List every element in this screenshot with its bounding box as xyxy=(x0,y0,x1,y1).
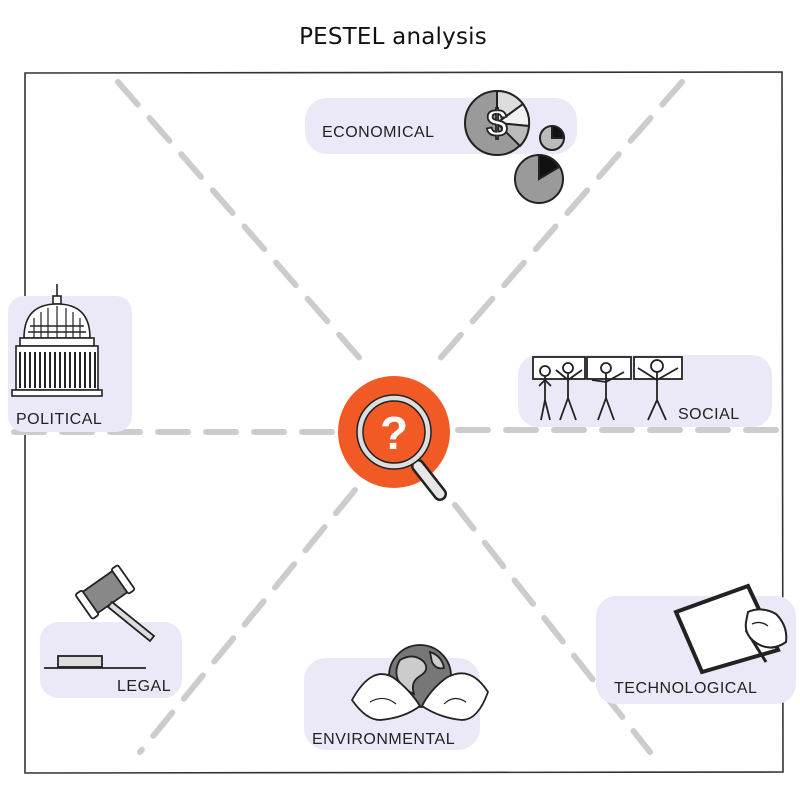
hand-tablet-icon xyxy=(673,583,788,675)
hands-holding-globe-icon xyxy=(350,644,489,721)
legal-label: LEGAL xyxy=(117,678,171,695)
people-holding-boards-icon xyxy=(532,356,683,421)
question-glyph: ? xyxy=(380,407,408,459)
page-title: PESTEL analysis xyxy=(299,24,487,50)
capitol-building-icon xyxy=(11,284,103,397)
pie-chart-dollar-icon: $ xyxy=(464,89,566,204)
legal-label-bg xyxy=(40,622,182,698)
frame xyxy=(24,71,784,774)
environmental-label: ENVIRONMENTAL xyxy=(312,731,455,748)
technological-label: TECHNOLOGICAL xyxy=(614,680,757,697)
political-label: POLITICAL xyxy=(16,411,102,428)
gavel-icon xyxy=(44,564,156,669)
magnifier-question-icon: ? xyxy=(338,376,450,501)
economical-label: ECONOMICAL xyxy=(322,124,435,141)
social-label: SOCIAL xyxy=(678,406,740,423)
svg-text:$: $ xyxy=(486,103,507,145)
